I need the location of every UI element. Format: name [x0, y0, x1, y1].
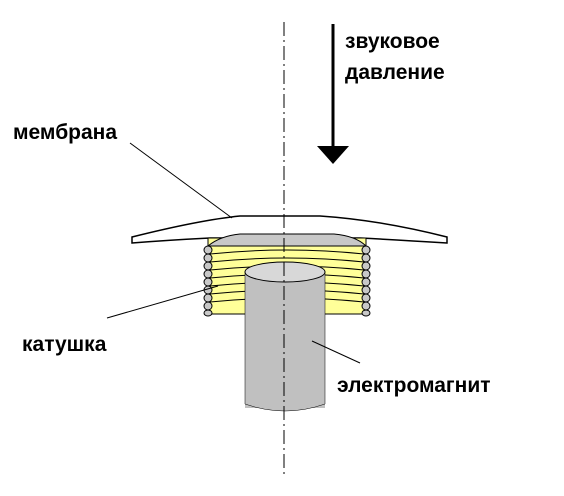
sound-pressure-label-line1: звуковое	[345, 30, 440, 53]
membrane-label: мембрана	[13, 121, 117, 144]
electromagnet-leader-line	[311, 340, 361, 364]
membrane-leader-line	[129, 142, 233, 219]
coil-label: катушка	[22, 333, 107, 356]
sound-pressure-arrow	[317, 24, 349, 164]
electromagnet-shape	[244, 261, 326, 412]
coil-leader-line	[106, 285, 219, 319]
membrane-shape	[131, 215, 448, 244]
electromagnet-label: электромагнит	[337, 374, 491, 397]
sound-pressure-label-line2: давление	[345, 61, 445, 84]
